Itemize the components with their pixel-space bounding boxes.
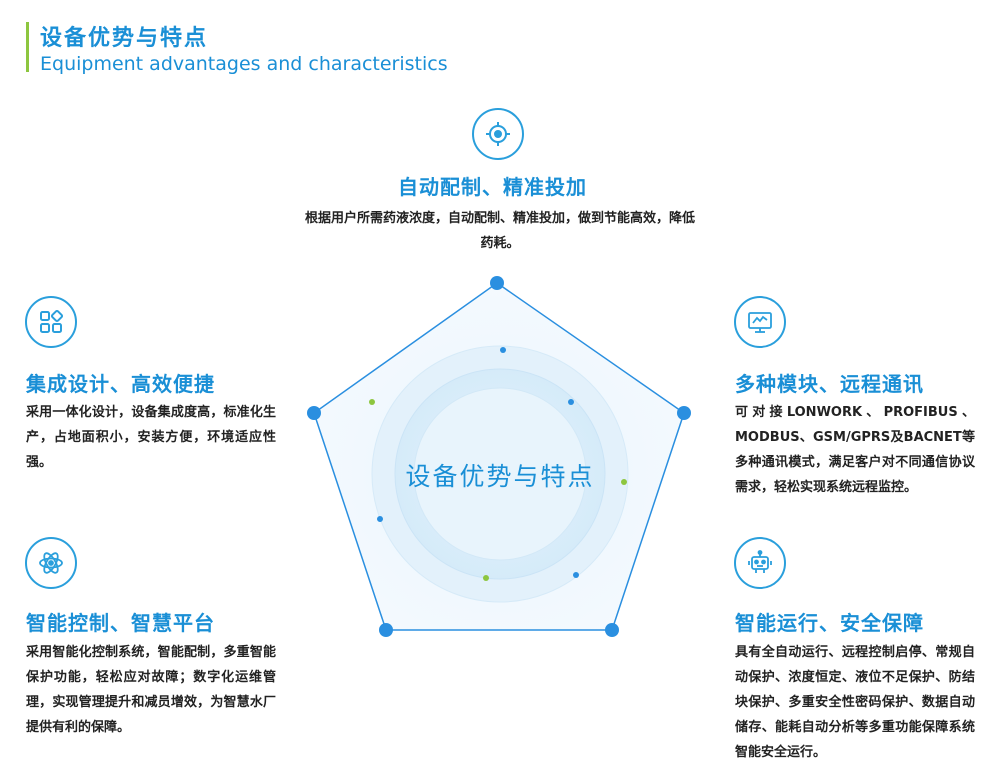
center-label: 设备优势与特点 <box>405 462 595 491</box>
vertex-dot-right <box>677 406 691 420</box>
orbit-dot <box>621 479 627 485</box>
orbit-dot <box>500 347 506 353</box>
feature-desc-safe-operation: 具有全自动运行、远程控制启停、常规自动保护、浓度恒定、液位不足保护、防结块保护、… <box>735 645 975 760</box>
feature-title-integrated-design: 集成设计、高效便捷 <box>26 372 215 396</box>
feature-desc-smart-control: 采用智能化控制系统，智能配制，多重智能保护功能，轻松应对故障；数字化运维管理，实… <box>26 645 276 735</box>
page-title: 设备优势与特点 <box>40 26 209 51</box>
orbit-dot <box>369 399 375 405</box>
blocks-icon <box>25 296 77 348</box>
orbit-dot <box>483 575 489 581</box>
monitor-icon <box>734 296 786 348</box>
feature-desc-integrated-design: 采用一体化设计，设备集成度高，标准化生产，占地面积小，安装方便，环境适应性强。 <box>26 405 276 470</box>
feature-desc-auto-dosing: 根据用户所需药液浓度，自动配制、精准投加，做到节能高效，降低药耗。 <box>304 211 695 251</box>
title-accent-bar <box>26 22 29 72</box>
robot-icon <box>734 537 786 589</box>
feature-title-safe-operation: 智能运行、安全保障 <box>735 611 924 635</box>
feature-desc-remote-communication: 可对接LONWORK、PROFIBUS、MODBUS、GSM/GPRS及BACN… <box>735 405 975 495</box>
feature-title-smart-control: 智能控制、智慧平台 <box>26 611 215 635</box>
vertex-dot-top <box>490 276 504 290</box>
orbit-dot <box>573 572 579 578</box>
feature-title-remote-communication: 多种模块、远程通讯 <box>735 372 924 396</box>
vertex-dot-bottom-left <box>379 623 393 637</box>
inner-ring <box>413 387 587 561</box>
vertex-dot-bottom-right <box>605 623 619 637</box>
orbit-dot <box>568 399 574 405</box>
vertex-dot-left <box>307 406 321 420</box>
feature-title-auto-dosing: 自动配制、精准投加 <box>398 175 587 199</box>
crosshair-icon <box>472 108 524 160</box>
orbit-dot <box>377 516 383 522</box>
page-subtitle: Equipment advantages and characteristics <box>40 53 448 75</box>
atom-icon <box>25 537 77 589</box>
